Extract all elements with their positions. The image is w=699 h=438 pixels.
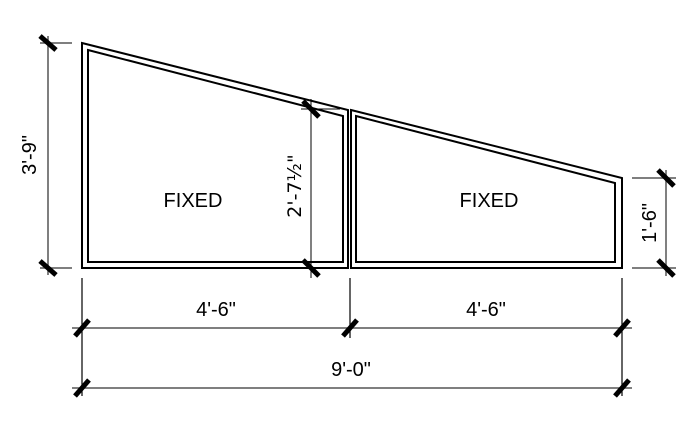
dimension-tick-right: [613, 318, 631, 338]
dimension-tick-left: [73, 378, 91, 398]
left-height-label: 3'-9": [19, 135, 41, 175]
dimension-mullion-height: 2'-7½": [284, 99, 340, 278]
dimension-tick-top: [656, 168, 676, 188]
dimension-left-height: 3'-9": [19, 34, 72, 277]
dimension-overall-width: 9'-0": [72, 359, 632, 398]
right-panel-width-label: 4'-6": [466, 299, 506, 321]
left-panel: FIXED: [81, 41, 349, 269]
right-height-label: 1'-6": [639, 203, 661, 243]
dimension-tick-mullion: [341, 318, 359, 338]
dimension-tick-bottom: [301, 258, 321, 278]
left-panel-inner-frame: [87, 48, 344, 263]
mullion-height-label: 2'-7½": [284, 154, 306, 217]
dimension-tick-bottom: [38, 259, 58, 277]
right-panel: FIXED: [350, 108, 623, 269]
left-panel-outer-frame: [81, 41, 349, 269]
dimension-tick-right: [613, 378, 631, 398]
left-panel-width-label: 4'-6": [196, 299, 236, 321]
left-panel-label: FIXED: [164, 190, 223, 212]
overall-width-label: 9'-0": [331, 359, 371, 381]
dimension-right-height: 1'-6": [632, 168, 676, 278]
dimension-tick-left: [73, 318, 91, 338]
dimension-tick-top: [38, 34, 58, 52]
dimension-panel-widths: 4'-6" 4'-6": [72, 299, 632, 338]
dimension-tick-top: [301, 99, 321, 119]
right-panel-inner-frame: [355, 114, 616, 263]
right-panel-label: FIXED: [460, 190, 519, 212]
right-panel-outer-frame: [350, 108, 623, 269]
dimension-tick-bottom: [656, 258, 676, 278]
